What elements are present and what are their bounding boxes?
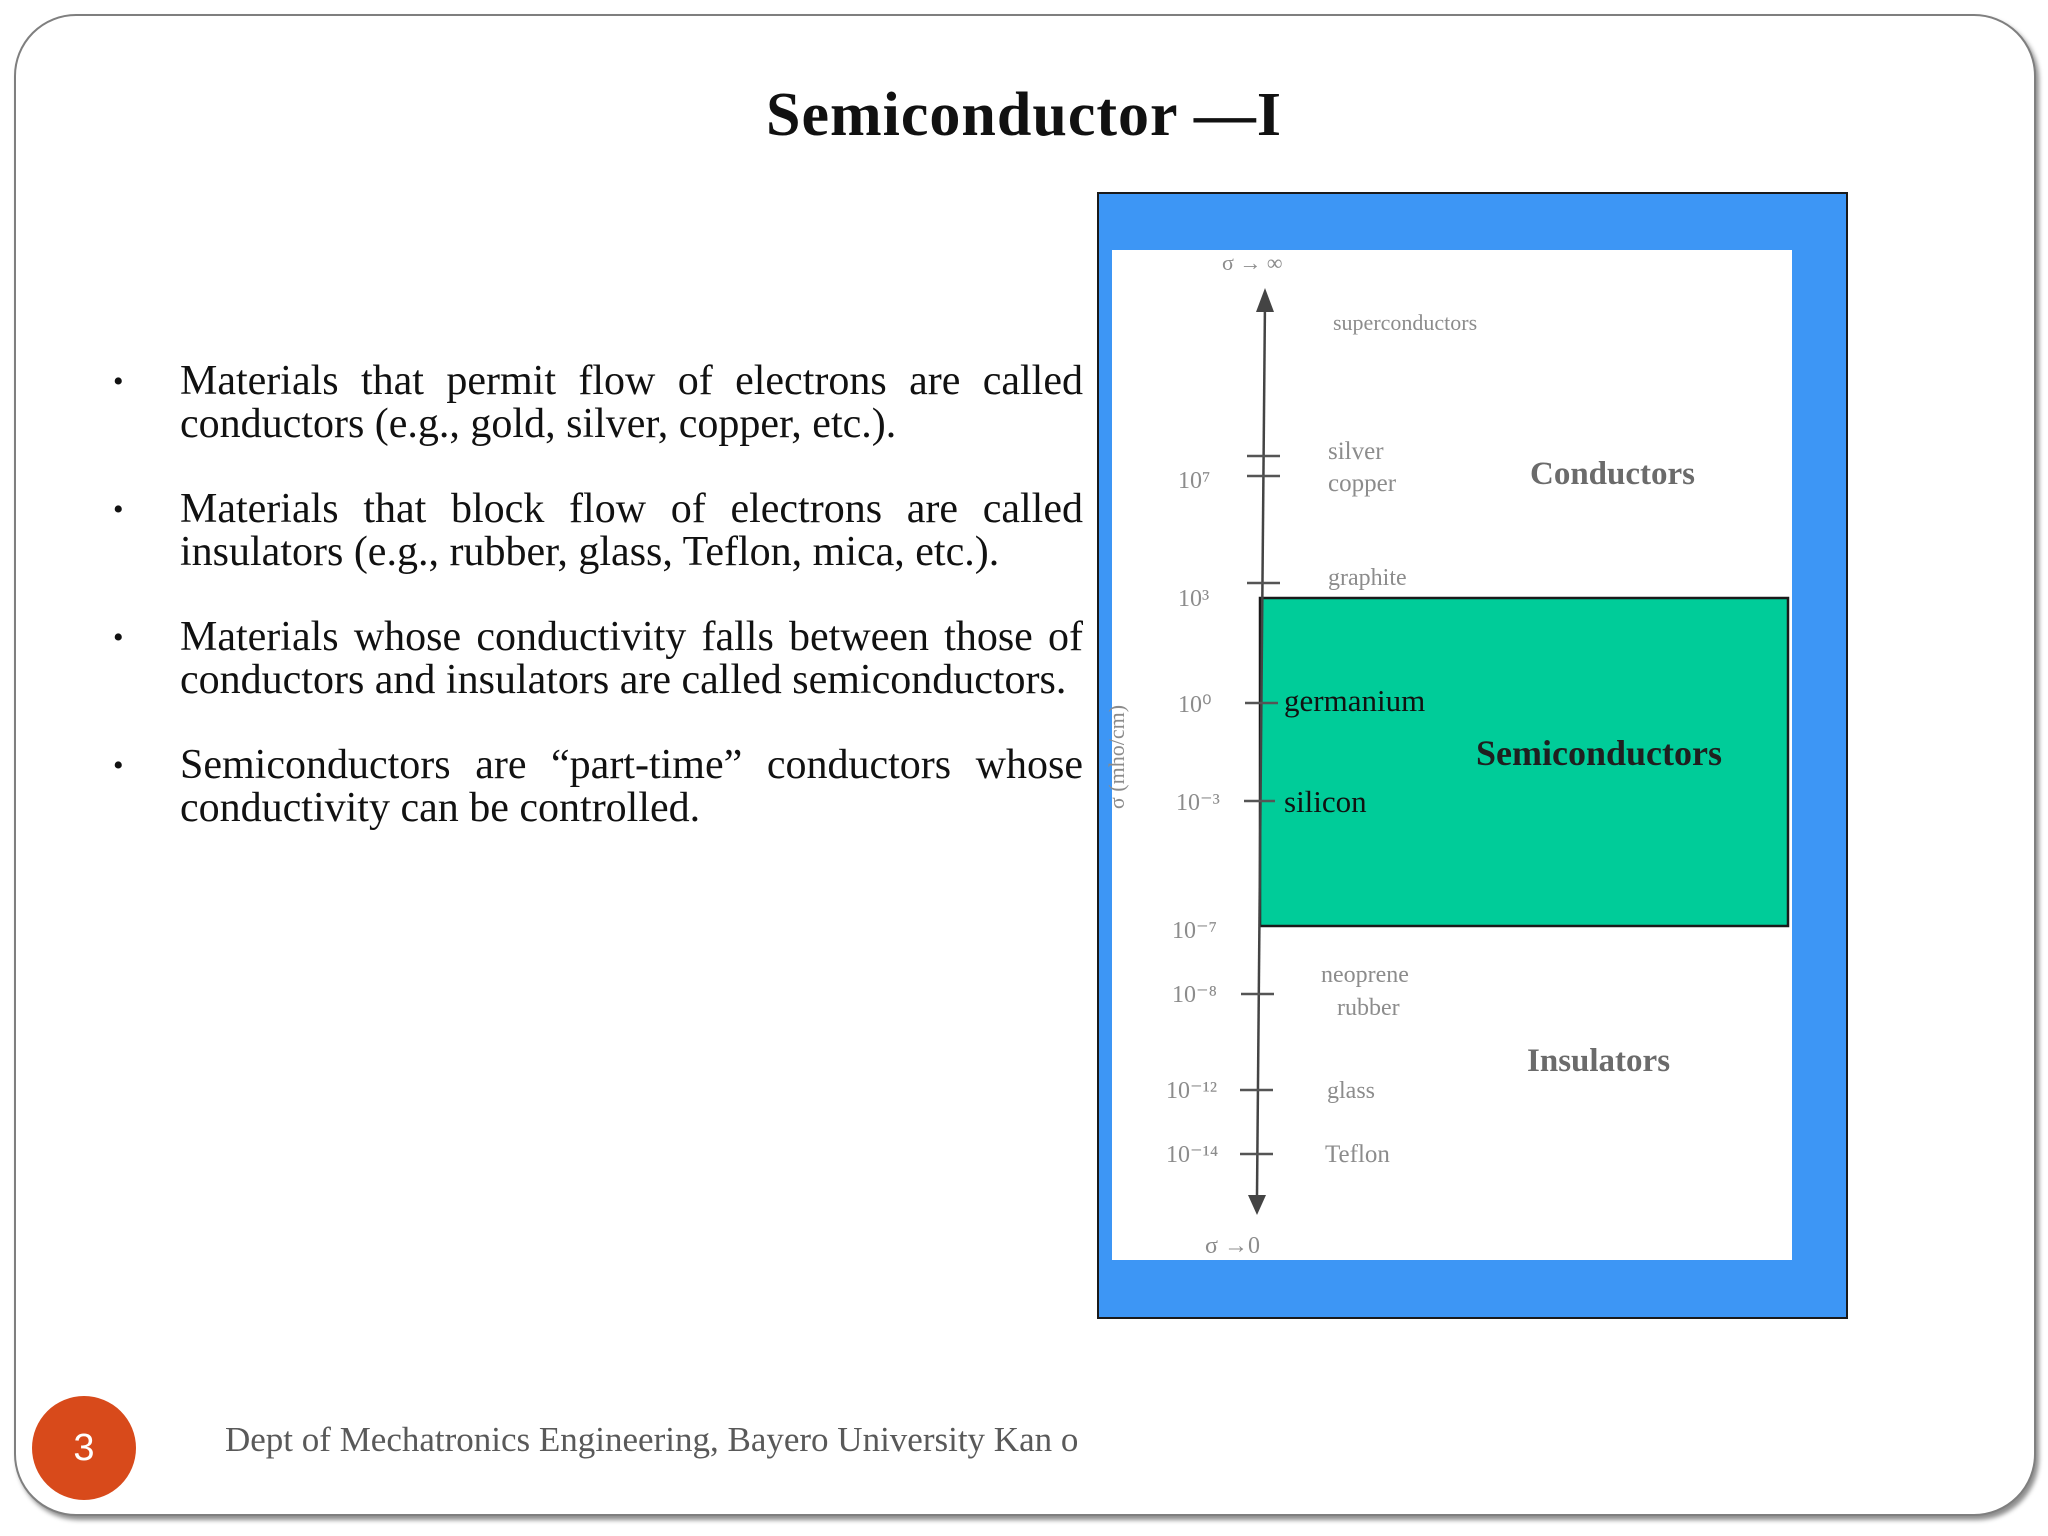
region-label-semiconductors: Semiconductors: [1476, 733, 1722, 773]
material-label-silicon: silicon: [1284, 784, 1367, 819]
tick-label: 10⁰: [1178, 692, 1212, 718]
tick-label: 10⁻⁷: [1172, 918, 1217, 944]
tick-label: 10⁻¹²: [1166, 1078, 1217, 1104]
bullet-text: Semiconductors are “part-time” conductor…: [180, 742, 1083, 831]
bullet-text: Materials that permit flow of electrons …: [180, 358, 1083, 447]
bullet-list: • Materials that permit flow of electron…: [108, 360, 1083, 872]
bullet-text: Materials that block flow of electrons a…: [180, 486, 1083, 575]
bullet-item: • Materials that block flow of electrons…: [108, 488, 1083, 574]
bullet-text: Materials whose conductivity falls betwe…: [180, 614, 1083, 703]
axis-up-arrow-icon: [1256, 288, 1274, 312]
tick-marks: [1240, 454, 1280, 1156]
material-label-glass: glass: [1327, 1078, 1375, 1104]
bullet-item: • Semiconductors are “part-time” conduct…: [108, 744, 1083, 830]
tick-label: 10⁻³: [1176, 790, 1220, 816]
material-label-neoprene: neoprene: [1321, 962, 1409, 988]
bullet-dot-icon: •: [113, 749, 124, 782]
material-label-copper: copper: [1328, 470, 1397, 497]
region-label-conductors: Conductors: [1530, 456, 1695, 492]
material-label-germanium: germanium: [1284, 683, 1425, 718]
material-label-teflon: Teflon: [1325, 1141, 1390, 1168]
axis-top-label: σ → ∞: [1222, 250, 1283, 275]
axis-down-arrow-icon: [1248, 1195, 1266, 1215]
bullet-dot-icon: •: [113, 621, 124, 654]
bullet-item: • Materials that permit flow of electron…: [108, 360, 1083, 446]
tick-label: 10⁻⁸: [1172, 982, 1217, 1008]
conductivity-axis: [1255, 299, 1267, 1196]
bullet-item: • Materials whose conductivity falls bet…: [108, 616, 1083, 702]
tick-label: 10⁷: [1178, 468, 1210, 494]
material-label-superconductors: superconductors: [1333, 310, 1477, 335]
tick-label: 10³: [1178, 586, 1209, 612]
region-label-insulators: Insulators: [1527, 1043, 1670, 1079]
axis-label: σ (mho/cm): [1104, 705, 1129, 809]
material-label-silver: silver: [1328, 438, 1384, 465]
material-label-rubber: rubber: [1337, 995, 1400, 1021]
bullet-dot-icon: •: [113, 493, 124, 526]
slide-title: Semiconductor —I: [765, 81, 1283, 149]
material-label-graphite: graphite: [1328, 565, 1407, 591]
axis-bottom-label: σ →0: [1205, 1233, 1260, 1259]
semiconductor-band: [1258, 596, 1790, 928]
tick-label: 10⁻¹⁴: [1166, 1142, 1218, 1168]
page-number-badge: 3: [32, 1396, 136, 1500]
bullet-dot-icon: •: [113, 365, 124, 398]
footer-text: Dept of Mechatronics Engineering, Bayero…: [225, 1420, 1079, 1459]
